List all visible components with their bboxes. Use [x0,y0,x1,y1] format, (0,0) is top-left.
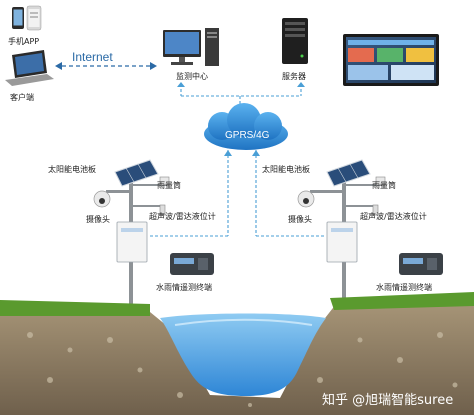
internet-arrow-left [55,62,62,70]
left-level-meter-icon [159,204,166,216]
watermark-text: 知乎 @旭瑞智能suree [322,392,453,408]
left-rain-gauge-label: 雨量筒 [157,180,181,190]
right-solar-panel-label: 太阳能电池板 [262,164,310,174]
left-monitoring-station [93,159,214,313]
server-label: 服务器 [282,71,306,81]
left-grass [0,300,150,316]
right-level-meter-icon [372,204,379,216]
right-grass [330,292,474,310]
left-terminal-label: 水雨情遥测终端 [156,282,212,292]
monitoring-center-label: 监测中心 [176,71,208,81]
arrow-up-server [297,82,305,87]
internet-label: Internet [72,50,113,64]
right-monitoring-station [297,159,443,308]
right-camera-label: 摄像头 [288,214,312,224]
arrow-up-monitor [177,82,185,87]
mobile-app-icon [12,5,42,31]
left-solar-panel-label: 太阳能电池板 [48,164,96,174]
right-level-meter-label: 超声波/雷达液位计 [360,211,427,221]
arrow-up-cloud-left [224,150,232,156]
left-solar-panel-icon [114,159,159,187]
cloud-icon [204,103,288,150]
water-icon [160,313,326,396]
right-rain-gauge-icon [375,176,386,186]
left-camera-label: 摄像头 [86,214,110,224]
mobile-app-label: 手机APP [8,36,39,46]
arrow-up-cloud-right [252,150,260,156]
downlink-dashed-lines [150,150,325,237]
server-icon [282,18,308,64]
right-terminal-label: 水雨情遥测终端 [376,282,432,292]
client-label: 客户端 [10,92,34,102]
river-channel [0,292,474,415]
right-solar-panel-icon [326,159,371,187]
left-level-meter-label: 超声波/雷达液位计 [149,211,216,221]
soil-bank [0,300,474,415]
dashboard-screen-icon [343,34,439,86]
cloud-label: GPRS/4G [225,130,270,141]
right-rain-gauge-label: 雨量筒 [372,180,396,190]
monitoring-pc-icon [163,28,219,66]
left-rain-gauge-icon [159,176,170,186]
internet-arrow-right [150,62,157,70]
laptop-client-icon [5,50,54,86]
